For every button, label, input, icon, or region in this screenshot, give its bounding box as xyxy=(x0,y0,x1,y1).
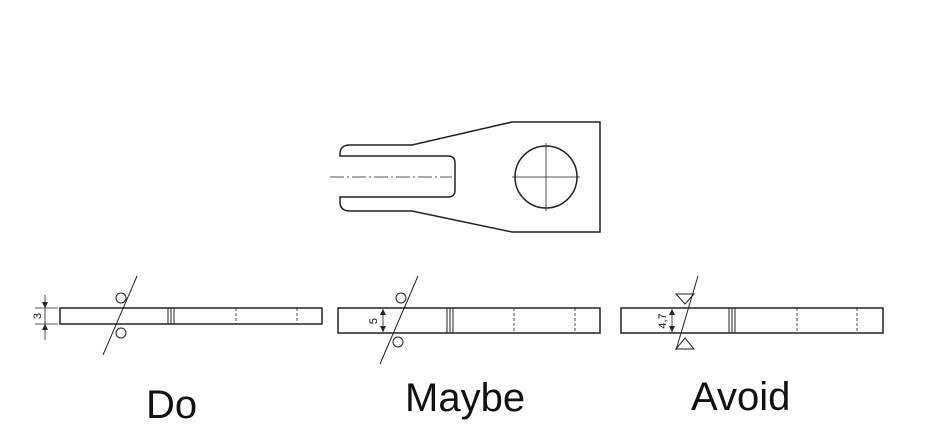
circle-icon xyxy=(395,292,407,304)
caption-avoid: Avoid xyxy=(691,375,791,419)
lug-outline xyxy=(339,121,601,233)
caption-do: Do xyxy=(146,383,198,427)
dimension-label-do: 3 xyxy=(32,313,44,319)
side-view-maybe xyxy=(337,275,601,365)
caption-maybe: Maybe xyxy=(405,376,526,420)
triangle-icon xyxy=(674,293,696,305)
cable-lug-top-view xyxy=(330,121,601,233)
dimension-label-maybe: 5 xyxy=(368,318,380,324)
weld-arrow-avoid xyxy=(675,275,699,351)
weld-arrow-maybe xyxy=(379,275,419,365)
triangle-icon xyxy=(674,337,696,350)
weld-arrow-do xyxy=(102,275,138,356)
dimension-label-avoid: 4,7 xyxy=(657,313,669,328)
circle-icon xyxy=(392,336,404,348)
plate-maybe xyxy=(337,307,601,334)
plate-avoid xyxy=(620,307,884,334)
circle-icon xyxy=(115,292,127,304)
plate-do xyxy=(59,307,323,325)
side-view-do xyxy=(35,275,323,356)
side-view-avoid xyxy=(620,275,884,351)
circle-icon xyxy=(115,327,127,339)
